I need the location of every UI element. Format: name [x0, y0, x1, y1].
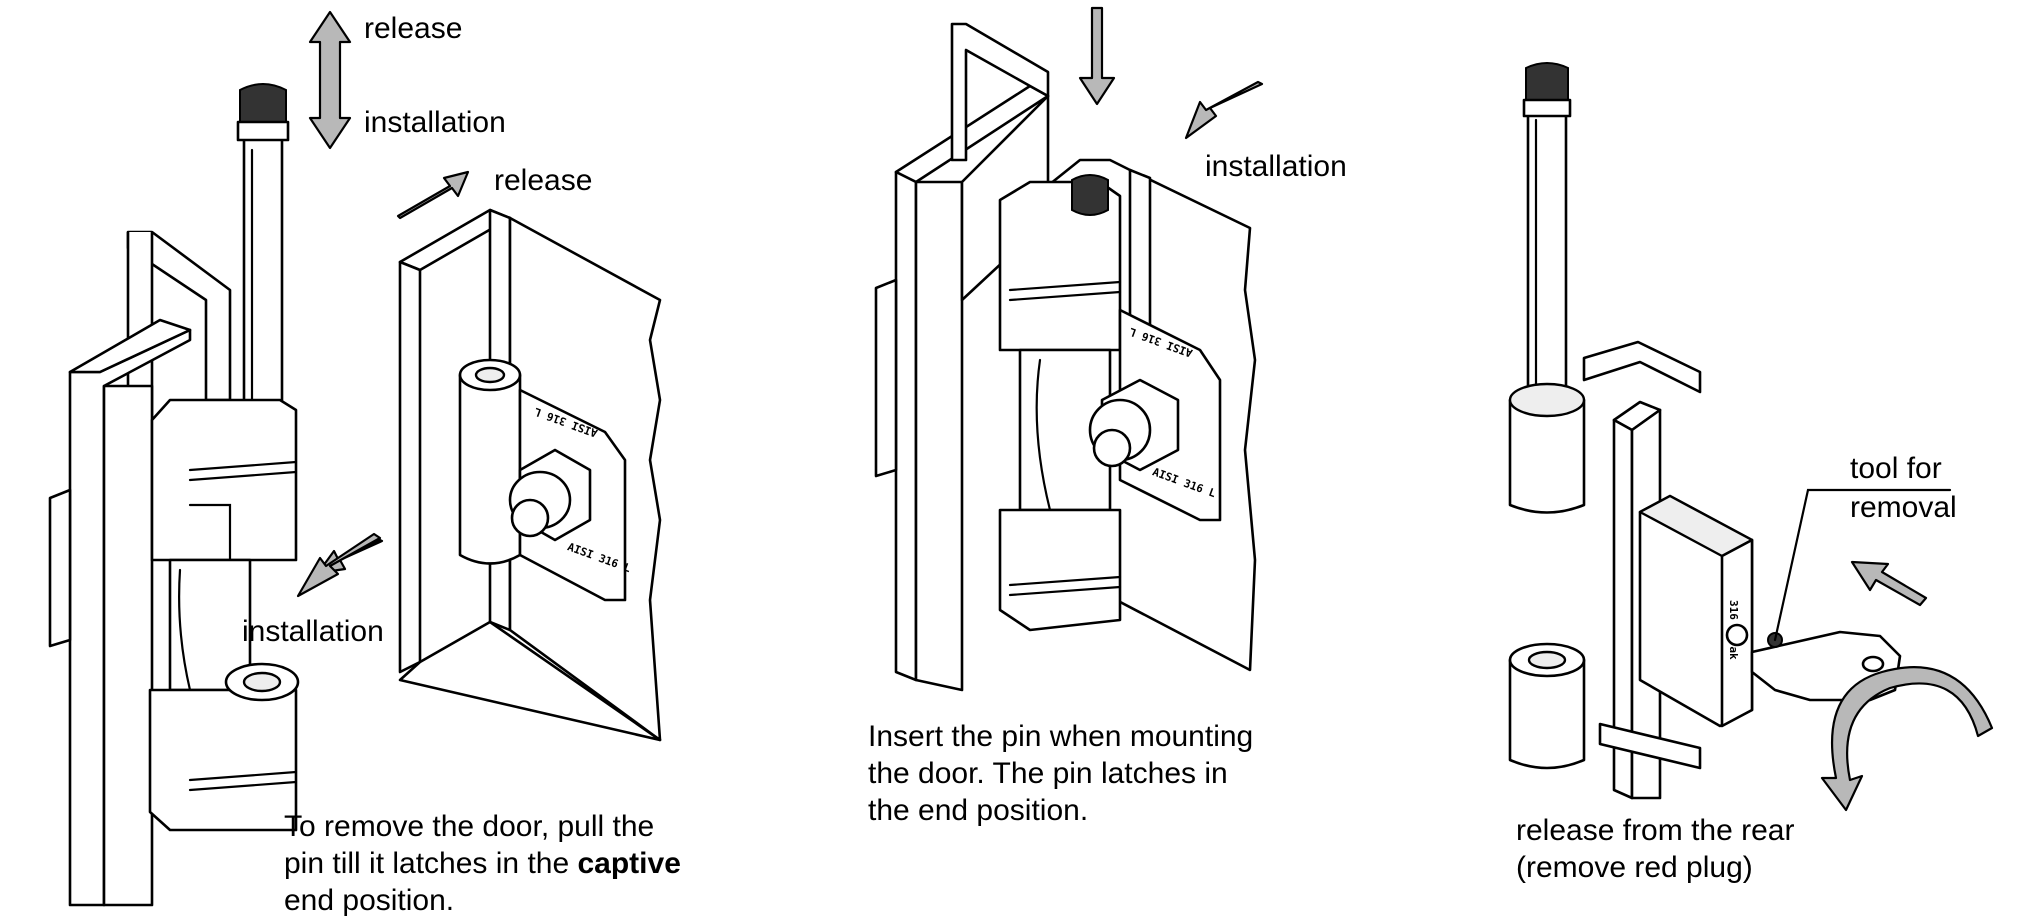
panel1-pin-installation-label: installation: [364, 106, 506, 139]
panel1-door-release-label: release: [494, 164, 593, 197]
double-arrow-icon: [1078, 6, 1116, 106]
panel1-caption-line2-text: pin till it latches in the: [284, 847, 578, 880]
double-arrow-icon: [308, 10, 352, 150]
panel3-tool-label-line1: tool for: [1850, 452, 1942, 485]
panel3-hinge-assembly: 316 Dirak: [1508, 62, 1952, 800]
panel1-caption: To remove the door, pull the pin till it…: [284, 808, 681, 919]
panel1-door-leaf: AISI 316 L AISI 316 L: [398, 208, 662, 742]
panel1-caption-bold-word: captive: [577, 847, 681, 880]
panel3-caption-line1: release from the rear: [1516, 814, 1795, 847]
panel1-caption-line3: end position.: [284, 884, 455, 917]
panel2-hinge-assembly: AISI 316 L AISI 316 L: [874, 22, 1257, 692]
panel2-caption: Insert the pin when mounting the door. T…: [868, 718, 1253, 829]
panel2-caption-line2: the door. The pin latches in: [868, 757, 1228, 790]
panel1-caption-line1: To remove the door, pull the: [284, 810, 655, 843]
diagonal-arrow-icon: [1184, 80, 1264, 140]
panel2-installation-label: installation: [1205, 150, 1347, 183]
panel1-door-installation-label: installation: [242, 615, 384, 648]
panel2-caption-line3: the end position.: [868, 794, 1089, 827]
panel1-pin-release-label: release: [364, 12, 463, 45]
panel3-tool-label-line2: removal: [1850, 491, 1957, 524]
curved-rotation-arrow-icon: [1820, 666, 1994, 812]
diagonal-arrow-icon: [396, 170, 470, 220]
panel1-caption-line2: pin till it latches in the captive: [284, 845, 681, 882]
diagonal-arrow-icon: [1850, 560, 1928, 607]
panel2-caption-line1: Insert the pin when mounting: [868, 720, 1254, 753]
panel3-caption: release from the rear (remove red plug): [1516, 812, 1794, 886]
panel1-hinge-assembly: [48, 83, 300, 907]
panel3-caption-line2: (remove red plug): [1516, 851, 1753, 884]
diagonal-arrow-icon: [296, 532, 382, 598]
